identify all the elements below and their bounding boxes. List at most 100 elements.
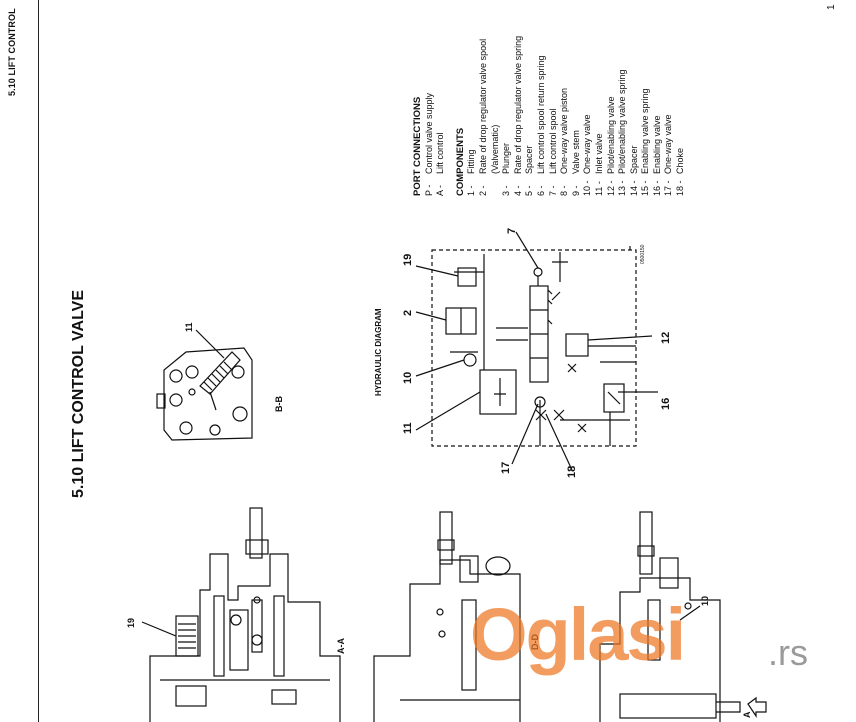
hydraulic-diagram [431, 246, 637, 447]
leader-10-lower [679, 605, 701, 621]
component-number: 12 - [605, 180, 616, 196]
component-text: Rate of drop regulator valve spring [512, 35, 523, 174]
component-text: Valve stem [570, 130, 581, 174]
port-item: A - Lift control [435, 36, 447, 196]
diagram-callout-16: 16 [660, 397, 672, 410]
component-text: One-way valve [582, 114, 593, 174]
component-number: 18 - [675, 180, 686, 196]
component-number: 1 - [466, 185, 477, 196]
component-text: Enabling valve [651, 115, 662, 174]
component-text: One-way valve piston [559, 87, 570, 174]
port-text: Lift control [435, 132, 446, 174]
component-text-continued: (Valvematic) [489, 124, 500, 174]
diagram-callout-19: 19 [402, 253, 414, 266]
component-item: 14 -Spacer [629, 36, 641, 196]
component-item: 15 - Enabling valve spring [640, 36, 652, 196]
component-text: Spacer [524, 145, 535, 174]
component-text: Inlet valve [593, 133, 604, 174]
diagram-callout-2: 2 [402, 309, 414, 316]
component-number: 4 - [512, 185, 523, 196]
leader-7 [515, 231, 539, 269]
component-number: 15 - [640, 180, 651, 196]
watermark-logo: Oglasi [470, 593, 686, 676]
port-text: Control valve supply [423, 92, 434, 174]
diagram-callout-10: 10 [402, 371, 414, 384]
callout-11-bb: 11 [184, 322, 194, 332]
component-text: One-way valve [663, 114, 674, 174]
component-number: 11 - [593, 181, 604, 196]
component-item: 4 - Rate of drop regulator valve spring [513, 36, 525, 196]
component-text: Pilot/enabling valve [605, 96, 616, 174]
component-item: 9 - Valve stem [571, 36, 583, 196]
component-number: 9 - [570, 185, 581, 196]
component-item: 2 - Rate of drop regulator valve spool [478, 36, 490, 196]
leader-10 [415, 359, 465, 377]
port-connections-heading: PORT CONNECTIONS [412, 96, 423, 196]
component-item: 7 - Lift control spool [548, 36, 560, 196]
leader-2 [415, 311, 447, 321]
diagram-boundary [431, 249, 637, 447]
component-text: Lift control spool [547, 108, 558, 174]
section-lower-right-drawing [599, 511, 767, 722]
port-a-label: A [742, 711, 752, 719]
component-item: 16 - Enabling valve [652, 36, 664, 196]
component-item: 8 - One-way valve piston [559, 36, 571, 196]
port-code: P - [423, 184, 434, 196]
component-number: 16 - [651, 180, 662, 196]
leader-11 [415, 391, 481, 431]
component-item: 12 - Pilot/enabling valve [606, 36, 618, 196]
callout-19-aa: 19 [126, 617, 136, 628]
leader-18 [545, 413, 573, 471]
diagram-callout-18: 18 [566, 465, 578, 478]
diagram-callout-11: 11 [402, 422, 414, 434]
diagram-callout-12: 12 [660, 331, 672, 344]
hydraulic-diagram-title: HYDRAULIC DIAGRAM [374, 308, 383, 396]
diagram-drawing-code: 0500150 [640, 244, 646, 264]
component-item: 13 - Pilot/enabling valve spring [617, 36, 629, 196]
leader-19-aa [141, 621, 177, 637]
view-label-aa: A-A [336, 638, 346, 654]
component-number: 14 - [628, 180, 639, 196]
component-number: 17 - [663, 180, 674, 196]
component-number: 3 - [501, 185, 512, 196]
component-number: 6 - [535, 185, 546, 196]
component-text: Rate of drop regulator valve spool [477, 38, 488, 174]
leader-12 [587, 335, 653, 341]
component-number: 8 - [559, 185, 570, 196]
component-text: Lift control spool return spring [535, 55, 546, 174]
component-number: 10 - [582, 180, 593, 196]
view-label-bb: B-B [274, 396, 284, 412]
leader-19 [415, 265, 459, 277]
section-dd-drawing [373, 511, 521, 722]
component-text: Choke [675, 147, 686, 174]
component-number: 5 - [524, 185, 535, 196]
component-item: 3 - Plunger [501, 36, 513, 196]
component-number: 7 - [547, 185, 558, 196]
leader-11-bb [195, 329, 225, 359]
component-item: 11 - Inlet valve [594, 36, 606, 196]
component-item: 10 - One-way valve [582, 36, 594, 196]
component-number: 13 - [617, 180, 628, 196]
component-text: Enabling valve spring [640, 88, 651, 174]
legend: PORT CONNECTIONS P - Control valve supply… [412, 36, 687, 196]
diagram-callout-17: 17 [500, 461, 512, 474]
diagram-callout-7: 7 [506, 227, 518, 234]
component-item: 5 - Spacer [524, 36, 536, 196]
leader-17 [511, 403, 539, 465]
component-number: 2 - [477, 185, 488, 196]
port-item: P - Control valve supply [424, 36, 436, 196]
component-item: 6 - Lift control spool return spring [536, 36, 548, 196]
component-text: Plunger [501, 142, 512, 174]
component-item: 18 - Choke [675, 36, 687, 196]
component-text: Fitting [466, 149, 477, 174]
section-bb-drawing [156, 347, 253, 441]
components-heading: COMPONENTS [454, 127, 466, 196]
component-item: 1 - Fitting [466, 36, 478, 196]
component-text: Pilot/enabling valve spring [617, 69, 628, 174]
page-margin-rule [38, 0, 39, 722]
port-code: A - [435, 184, 446, 196]
callout-10-lower: 10 [700, 595, 710, 606]
component-item: 17 - One-way valve [663, 36, 675, 196]
watermark-domain: .rs [768, 632, 808, 673]
